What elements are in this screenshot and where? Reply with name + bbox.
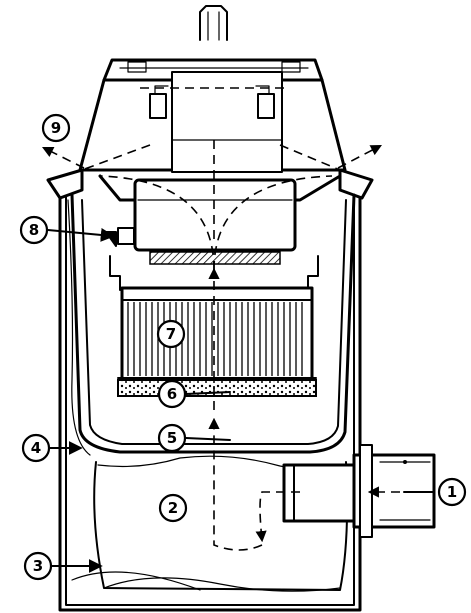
svg-text:7: 7 (166, 325, 176, 343)
motor-head (78, 5, 347, 173)
svg-text:5: 5 (167, 429, 177, 447)
svg-text:2: 2 (168, 499, 178, 517)
svg-text:1: 1 (447, 483, 457, 501)
svg-text:4: 4 (31, 439, 41, 457)
svg-text:8: 8 (29, 221, 39, 239)
callout-7: 7 (156, 319, 186, 349)
canister-body (46, 168, 374, 612)
callout-9: 9 (41, 113, 71, 143)
airflow-paths (41, 140, 430, 551)
filter-pleats (127, 302, 303, 376)
svg-text:9: 9 (51, 119, 61, 137)
callout-3: 3 (23, 551, 53, 581)
callout-8: 8 (19, 215, 49, 245)
callout-5: 5 (157, 423, 187, 453)
svg-text:3: 3 (33, 557, 43, 575)
leader-lines (47, 227, 435, 573)
callout-2: 2 (158, 493, 188, 523)
callout-6: 6 (157, 379, 187, 409)
filter-assembly (98, 174, 342, 397)
svg-text:6: 6 (167, 385, 177, 403)
callout-1: 1 (437, 477, 467, 507)
callout-4: 4 (21, 433, 51, 463)
